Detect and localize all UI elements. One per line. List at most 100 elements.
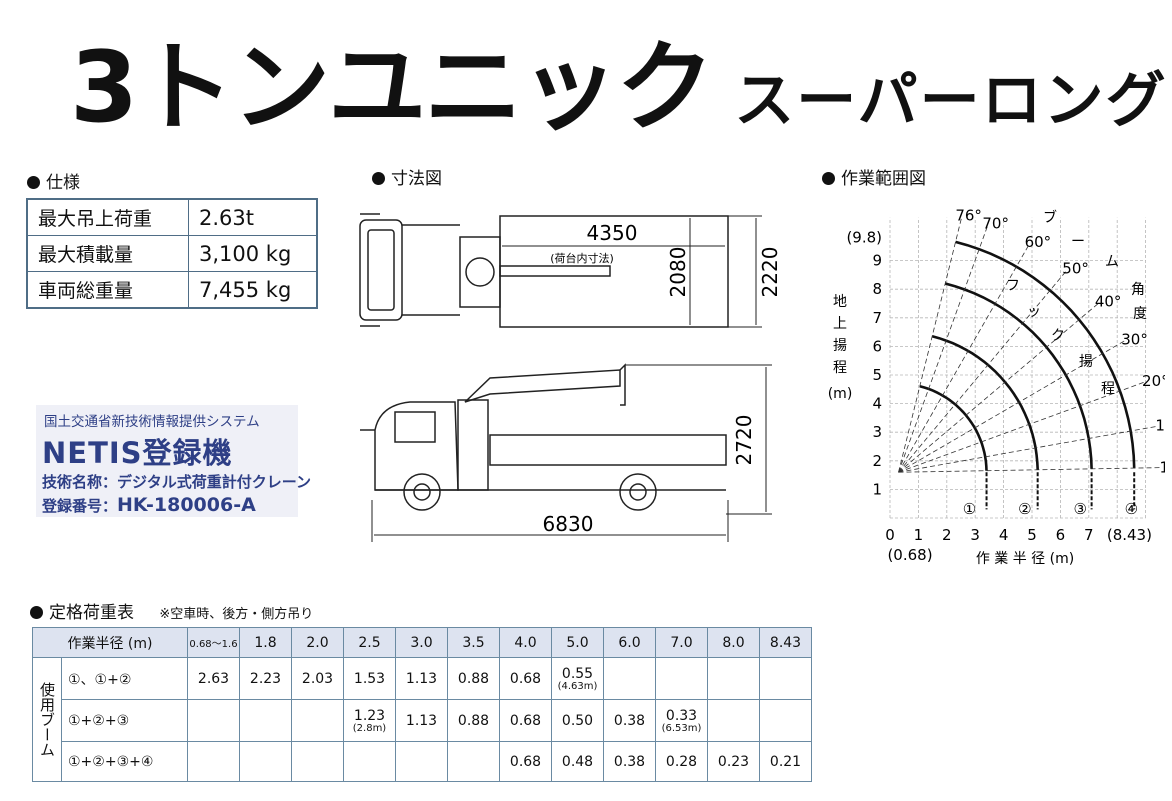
page-title: 3トンユニックスーパーロング [70,8,1166,145]
crane-column [457,399,489,491]
load-cell [239,699,292,742]
load-table: 作業半径 (m) 0.68～1.6 1.8 2.0 2.5 3.0 3.5 4.… [32,627,812,782]
load-cell [395,741,448,782]
load-cell: 1.13 [395,657,448,700]
boom-mark: ④ [1125,500,1138,518]
angle-label: 50° [1062,259,1089,277]
y-tick-label: (9.8) [846,229,882,247]
x-tick-label: (8.43) [1107,526,1152,544]
load-cell [759,657,812,700]
boom-side [464,369,621,403]
row-group-label: 使用ブーム [32,657,62,782]
x-tick-label: 5 [1027,526,1037,544]
x-tick-label: 2 [942,526,952,544]
spec-value: 7,455 kg [188,271,318,309]
y-tick-label: 8 [872,280,882,298]
cab-top [359,219,403,321]
radius-cell: 2.0 [291,627,344,658]
netis-badge: 国土交通省新技術情報提供システム NETIS登録機 技術名称：デジタル式荷重計付… [36,405,311,517]
boom-angle-line [898,270,1067,473]
bed-length-label: 4350 [587,221,638,245]
header-row: 作業半径 (m) 0.68～1.6 1.8 2.0 2.5 3.0 3.5 4.… [32,627,812,658]
netis-line2: NETIS登録機 [42,436,233,470]
table-row: 使用ブーム ①、①+② 2.63 2.23 2.03 1.53 1.13 0.8… [32,657,812,782]
range-heading: 作業範囲図 [822,164,926,189]
x-tick-label: 0 [885,526,895,544]
hook-side [619,363,626,406]
boom-angle-line [898,381,1145,473]
load-cell [239,741,292,782]
load-cell: 0.28 [655,741,708,782]
cab-side [374,401,459,491]
load-cell [603,657,656,700]
load-cell [655,657,708,700]
boom-config: ①、①+② [61,657,188,700]
load-cell [707,657,760,700]
rear-wheel [619,473,657,511]
load-cell: 0.38 [603,741,656,782]
hook-label-char: ク [1051,328,1065,344]
boom-label-char: 度 [1133,306,1147,322]
radius-cell: 2.5 [343,627,396,658]
x-extra-label: (0.68) [887,546,932,564]
load-cell [291,699,344,742]
overall-width-label: 2220 [758,247,782,298]
netis-line1: 国土交通省新技術情報提供システム [44,414,260,430]
table-row: ①+②+③ 1.23(2.8m) 1.13 0.88 0.68 0.50 0.3… [33,699,812,742]
spec-value: 3,100 kg [188,235,318,272]
load-cell: 0.21 [759,741,812,782]
load-cell: 0.38 [603,699,656,742]
overall-length-label: 6830 [543,512,594,536]
load-cell [343,741,396,782]
load-cell [187,699,240,742]
load-cell: 0.48 [551,741,604,782]
angle-label: 10° [1155,417,1165,435]
spec-row: 最大積載量 3,100 kg [26,235,318,272]
boom-angle-line [898,340,1125,473]
load-cell: 0.88 [447,699,500,742]
angle-label: 40° [1095,292,1122,310]
top-angle-label: 76° [955,207,982,225]
y-tick-label: 6 [872,337,882,355]
radius-cell: 5.0 [551,627,604,658]
front-wheel [403,473,441,511]
hook-label-char: 程 [1101,381,1115,397]
angle-label: 70° [982,215,1009,233]
bullet-icon [372,172,385,185]
bullet-icon [30,606,43,619]
load-cell [759,699,812,742]
load-cell: 1.53 [343,657,396,700]
spec-table: 最大吊上荷重 2.63t 最大積載量 3,100 kg 車両総重量 7,455 … [26,198,318,309]
radius-cell: 8.43 [759,627,812,658]
dimension-heading: 寸法図 [372,164,442,189]
hook-curves [919,240,1136,510]
table-row: ①+②+③+④ 0.68 0.48 0.38 0.28 0.23 0.21 [33,741,812,782]
radius-cell: 7.0 [655,627,708,658]
boom-config: ①+②+③ [61,699,188,742]
y-tick-label: 9 [872,252,882,270]
angle-label: 60° [1025,233,1052,251]
load-cell: 2.03 [291,657,344,700]
radius-cell: 4.0 [499,627,552,658]
boom-angle-line [898,302,1099,473]
load-cell: 0.55(4.63m) [551,657,604,700]
rear-hub [629,483,647,501]
load-cell: 0.68 [499,699,552,742]
y-axis-title-char: 上 [833,316,847,332]
title-sub: スーパーロング [734,66,1168,136]
y-tick-label: 2 [872,452,882,470]
height-label: 2720 [732,415,756,466]
spec-label: 最大積載量 [26,235,189,272]
spec-value: 2.63t [188,198,318,236]
boom-top [499,265,611,277]
angle-label: 20° [1142,372,1165,390]
crane-turret [465,257,495,287]
load-cell: 2.63 [187,657,240,700]
load-table-heading: 定格荷重表 ※空車時、後方・側方吊り [30,598,313,623]
x-tick-label: 7 [1084,526,1094,544]
radius-cell: 3.5 [447,627,500,658]
boom-label-char: ブ [1043,209,1057,226]
radius-cell: 1.8 [239,627,292,658]
